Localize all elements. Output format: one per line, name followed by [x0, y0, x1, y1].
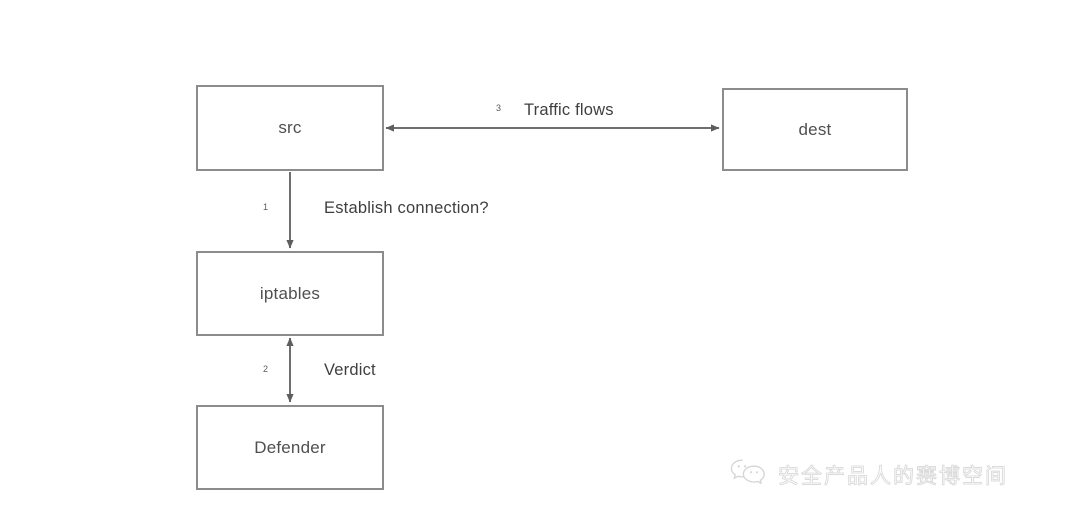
node-defender-label: Defender: [254, 437, 326, 457]
edge-verdict-number: 2: [263, 364, 269, 374]
node-dest[interactable]: dest: [722, 88, 908, 171]
edge-traffic-flows-label: Traffic flows: [524, 101, 614, 119]
wechat-icon: [730, 458, 768, 491]
node-iptables-label: iptables: [259, 283, 321, 303]
node-dest-label: dest: [798, 119, 832, 139]
node-src-label: src: [278, 118, 302, 137]
watermark: 安全产品人的赛博空间: [730, 458, 1008, 491]
edge-traffic-flows-number: 3: [496, 103, 502, 113]
watermark-text: 安全产品人的赛博空间: [778, 464, 1008, 488]
edge-verdict-label: Verdict: [324, 361, 376, 379]
node-defender[interactable]: Defender: [196, 405, 384, 490]
edge-establish-connection-label: Establish connection?: [324, 199, 489, 217]
node-src[interactable]: src: [196, 85, 384, 171]
edge-establish-connection-number: 1: [263, 202, 269, 212]
node-iptables[interactable]: iptables: [196, 251, 384, 336]
